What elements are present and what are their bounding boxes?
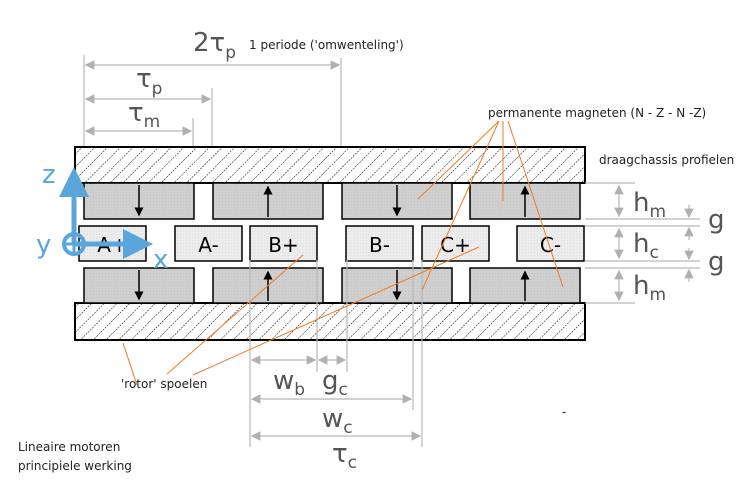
label-wb: wb [273,366,305,400]
label-g-bottom: g [708,247,725,277]
period-label: 1 periode ('omwenteling') [249,38,404,52]
chassis-top [74,146,586,184]
y-axis-label: y [36,230,51,260]
coil-C- [516,225,585,262]
label-hm-bottom: hm [633,271,666,305]
label-g-top: g [708,205,725,235]
label-wc: wc [322,404,353,438]
label-tau-m: τm [128,98,160,132]
chassis-label: draagchassis profielen [599,153,734,167]
label-hm-top: hm [633,188,666,222]
coil-label: C+ [440,233,471,257]
leader-lines [122,120,564,386]
coil-label: B- [369,233,390,257]
z-axis-label: z [42,160,56,190]
dimension-lines-top [83,55,342,147]
coil-label: B+ [268,233,298,257]
coil-A- [174,225,243,262]
coil-B+ [249,225,318,262]
label-hc: hc [633,229,659,263]
coil-C+ [421,225,490,262]
coordinate-axes: z y x [36,160,168,275]
coils-label: 'rotor' spoelen [121,377,207,391]
label-tau-c: τc [332,439,357,473]
chassis-bottom [74,302,586,341]
title-line1: Lineaire motoren [18,440,120,454]
title-line2: principiele werking [18,459,132,473]
coil-B- [345,225,414,262]
coil-label: C- [540,233,561,257]
dimension-lines-right [585,182,700,304]
coil-label: A- [198,233,218,257]
label-2tau-p: 2τp [193,28,236,63]
magnets-label: permanente magneten (N - Z - N -Z) [488,106,706,120]
label-gc: gc [322,366,348,400]
x-axis-label: x [153,245,168,275]
stray-dash: - [562,405,566,419]
dimension-lines-bottom [249,260,423,447]
label-tau-p: τp [136,64,162,99]
